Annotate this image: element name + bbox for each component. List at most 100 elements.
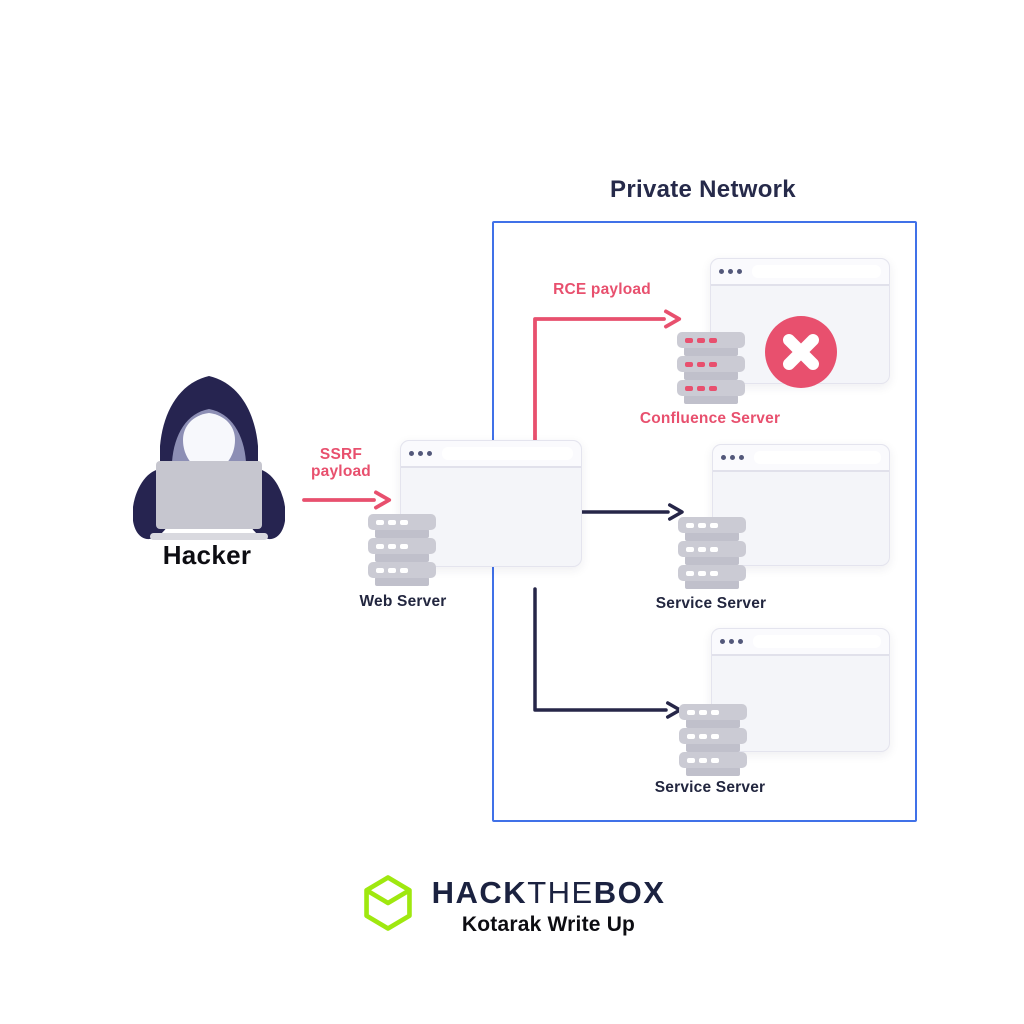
server-unit <box>678 541 746 557</box>
window-urlbar <box>753 635 881 648</box>
window-dot-icon <box>738 639 743 644</box>
brand-box: BOX <box>593 875 666 910</box>
server-unit <box>677 380 745 396</box>
server-dot <box>686 546 694 552</box>
footer-brand: HACKTHEBOX Kotarak Write Up <box>0 874 1024 937</box>
window-dot-icon <box>739 455 744 460</box>
server-unit <box>679 704 747 720</box>
server-unit <box>677 356 745 372</box>
service-server-top-window <box>712 444 890 566</box>
server-connector <box>684 347 738 356</box>
service-server-bottom-stack-icon <box>679 704 747 776</box>
window-dot-icon <box>719 269 724 274</box>
server-dot <box>685 385 693 391</box>
private-network-title: Private Network <box>610 176 796 203</box>
server-dot <box>711 733 719 739</box>
server-dot <box>699 709 707 715</box>
server-dot <box>697 385 705 391</box>
writeup-subtitle: Kotarak Write Up <box>461 913 636 937</box>
rce-payload-label: RCE payload <box>553 281 651 298</box>
server-dot <box>687 757 695 763</box>
server-dot <box>699 733 707 739</box>
server-unit <box>677 332 745 348</box>
laptop-base <box>150 533 268 540</box>
server-dot <box>711 709 719 715</box>
server-unit <box>679 728 747 744</box>
server-dot <box>388 543 396 549</box>
server-dot <box>687 733 695 739</box>
server-dot <box>698 522 706 528</box>
window-dot-icon <box>427 451 432 456</box>
ssrf-payload-label: SSRF payload <box>293 446 389 481</box>
ssrf-payload-line1: SSRF <box>319 446 363 463</box>
server-connector <box>685 556 739 565</box>
server-dot <box>710 570 718 576</box>
server-connector <box>375 529 429 538</box>
server-dot <box>711 757 719 763</box>
web-server-stack-icon <box>368 514 436 586</box>
server-unit <box>368 514 436 530</box>
window-dot-icon <box>409 451 414 456</box>
window-urlbar <box>442 447 573 460</box>
brand-hack: HACK <box>431 875 528 910</box>
confluence-server-label: Confluence Server <box>639 410 781 427</box>
server-connector <box>685 580 739 589</box>
window-dot-icon <box>721 455 726 460</box>
ssrf-payload-line2: payload <box>311 463 371 481</box>
window-titlebar <box>713 445 889 472</box>
window-urlbar <box>754 451 881 464</box>
window-titlebar <box>401 441 581 468</box>
server-dot <box>697 361 705 367</box>
server-dot <box>686 522 694 528</box>
window-dot-icon <box>728 269 733 274</box>
server-unit <box>368 562 436 578</box>
confluence-server-window <box>710 258 890 388</box>
server-dot <box>709 361 717 367</box>
window-body <box>711 286 889 388</box>
server-connector <box>686 767 740 776</box>
server-unit <box>678 517 746 533</box>
hacker-face <box>183 413 235 475</box>
window-titlebar <box>711 259 889 286</box>
hackthebox-cube-icon <box>363 875 412 931</box>
server-dot <box>400 519 408 525</box>
window-urlbar <box>752 265 881 278</box>
window-dot-icon <box>720 639 725 644</box>
window-dot-icon <box>730 455 735 460</box>
server-dot <box>698 546 706 552</box>
window-dot-icon <box>737 269 742 274</box>
service-server-bottom-label: Service Server <box>654 779 766 796</box>
server-connector <box>684 395 738 404</box>
server-dot <box>710 522 718 528</box>
hackthebox-wordmark: HACKTHEBOX <box>431 875 666 910</box>
server-dot <box>697 337 705 343</box>
server-dot <box>376 567 384 573</box>
server-dot <box>685 361 693 367</box>
window-titlebar <box>712 629 889 656</box>
server-dot <box>698 570 706 576</box>
server-dot <box>685 337 693 343</box>
error-x-icon <box>765 316 837 388</box>
confluence-server-stack-icon <box>677 332 745 404</box>
server-unit <box>368 538 436 554</box>
hacker-icon <box>133 376 285 540</box>
footer-text: HACKTHEBOX Kotarak Write Up <box>431 875 666 937</box>
server-dot <box>709 337 717 343</box>
service-server-top-stack-icon <box>678 517 746 589</box>
server-dot <box>699 757 707 763</box>
server-dot <box>687 709 695 715</box>
server-connector <box>375 577 429 586</box>
server-dot <box>376 543 384 549</box>
service-server-top-label: Service Server <box>655 595 767 612</box>
server-dot <box>710 546 718 552</box>
server-connector <box>685 532 739 541</box>
hacker-label: Hacker <box>162 540 252 570</box>
server-dot <box>388 519 396 525</box>
server-dot <box>686 570 694 576</box>
server-dot <box>400 543 408 549</box>
server-connector <box>684 371 738 380</box>
server-connector <box>686 743 740 752</box>
service-server-bottom-arrow <box>533 587 682 719</box>
